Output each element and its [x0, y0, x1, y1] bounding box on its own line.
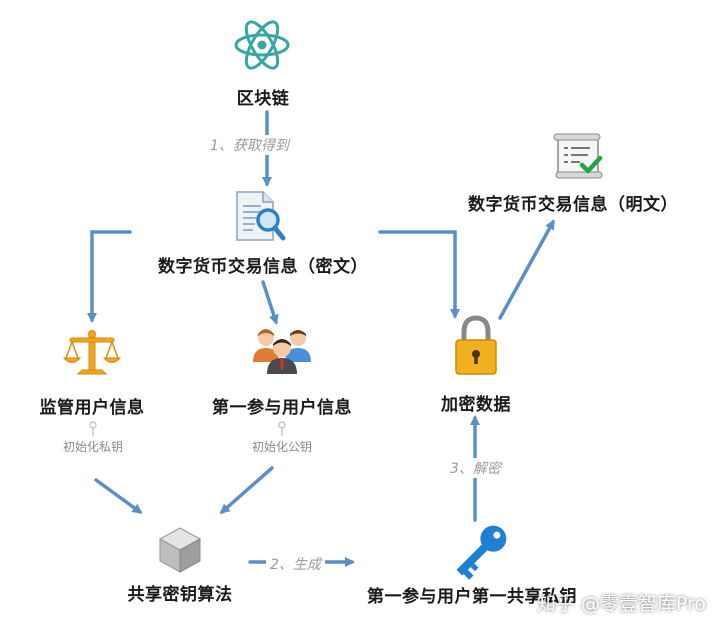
node-encrypted: 加密数据	[441, 395, 511, 415]
edge-label-step1: 1、获取得到	[206, 135, 293, 155]
node-blockchain: 区块链	[236, 89, 290, 109]
padlock-icon	[455, 315, 497, 375]
edge-label-step3: 3、解密	[446, 458, 505, 478]
arrow-cipher-to-regulator	[87, 230, 132, 323]
document-search-icon	[236, 191, 286, 241]
node-regulator: 监管用户信息	[39, 398, 145, 418]
atom-icon	[234, 20, 290, 70]
pin-marker	[89, 421, 97, 429]
cube-icon	[158, 527, 202, 573]
arrow-cipher-to-participant	[261, 280, 279, 325]
scroll-check-icon	[553, 133, 603, 179]
people-icon	[253, 329, 311, 374]
edge-label-init-private: 初始化私钥	[60, 438, 126, 455]
arrow-encrypted-to-plain	[498, 219, 555, 320]
edge-label-init-public: 初始化公钥	[249, 438, 315, 455]
watermark: 知乎 @零壹智库Pro	[536, 593, 706, 615]
pin-marker	[278, 421, 286, 429]
arrow-participant-to-algorithm	[219, 466, 274, 514]
edge-label-step2: 2、生成	[266, 554, 325, 574]
node-cipher-info: 数字货币交易信息（密文）	[158, 257, 368, 277]
key-icon	[456, 525, 507, 580]
node-algorithm: 共享密钥算法	[127, 585, 233, 605]
node-shared-key: 第一参与用户第一共享私钥	[367, 587, 577, 607]
arrow-cipher-to-encrypted	[378, 230, 460, 319]
scale-icon	[62, 330, 122, 375]
arrow-regulator-to-algorithm	[94, 478, 143, 514]
node-plain-info: 数字货币交易信息（明文）	[468, 195, 678, 215]
node-participant: 第一参与用户信息	[212, 398, 352, 418]
